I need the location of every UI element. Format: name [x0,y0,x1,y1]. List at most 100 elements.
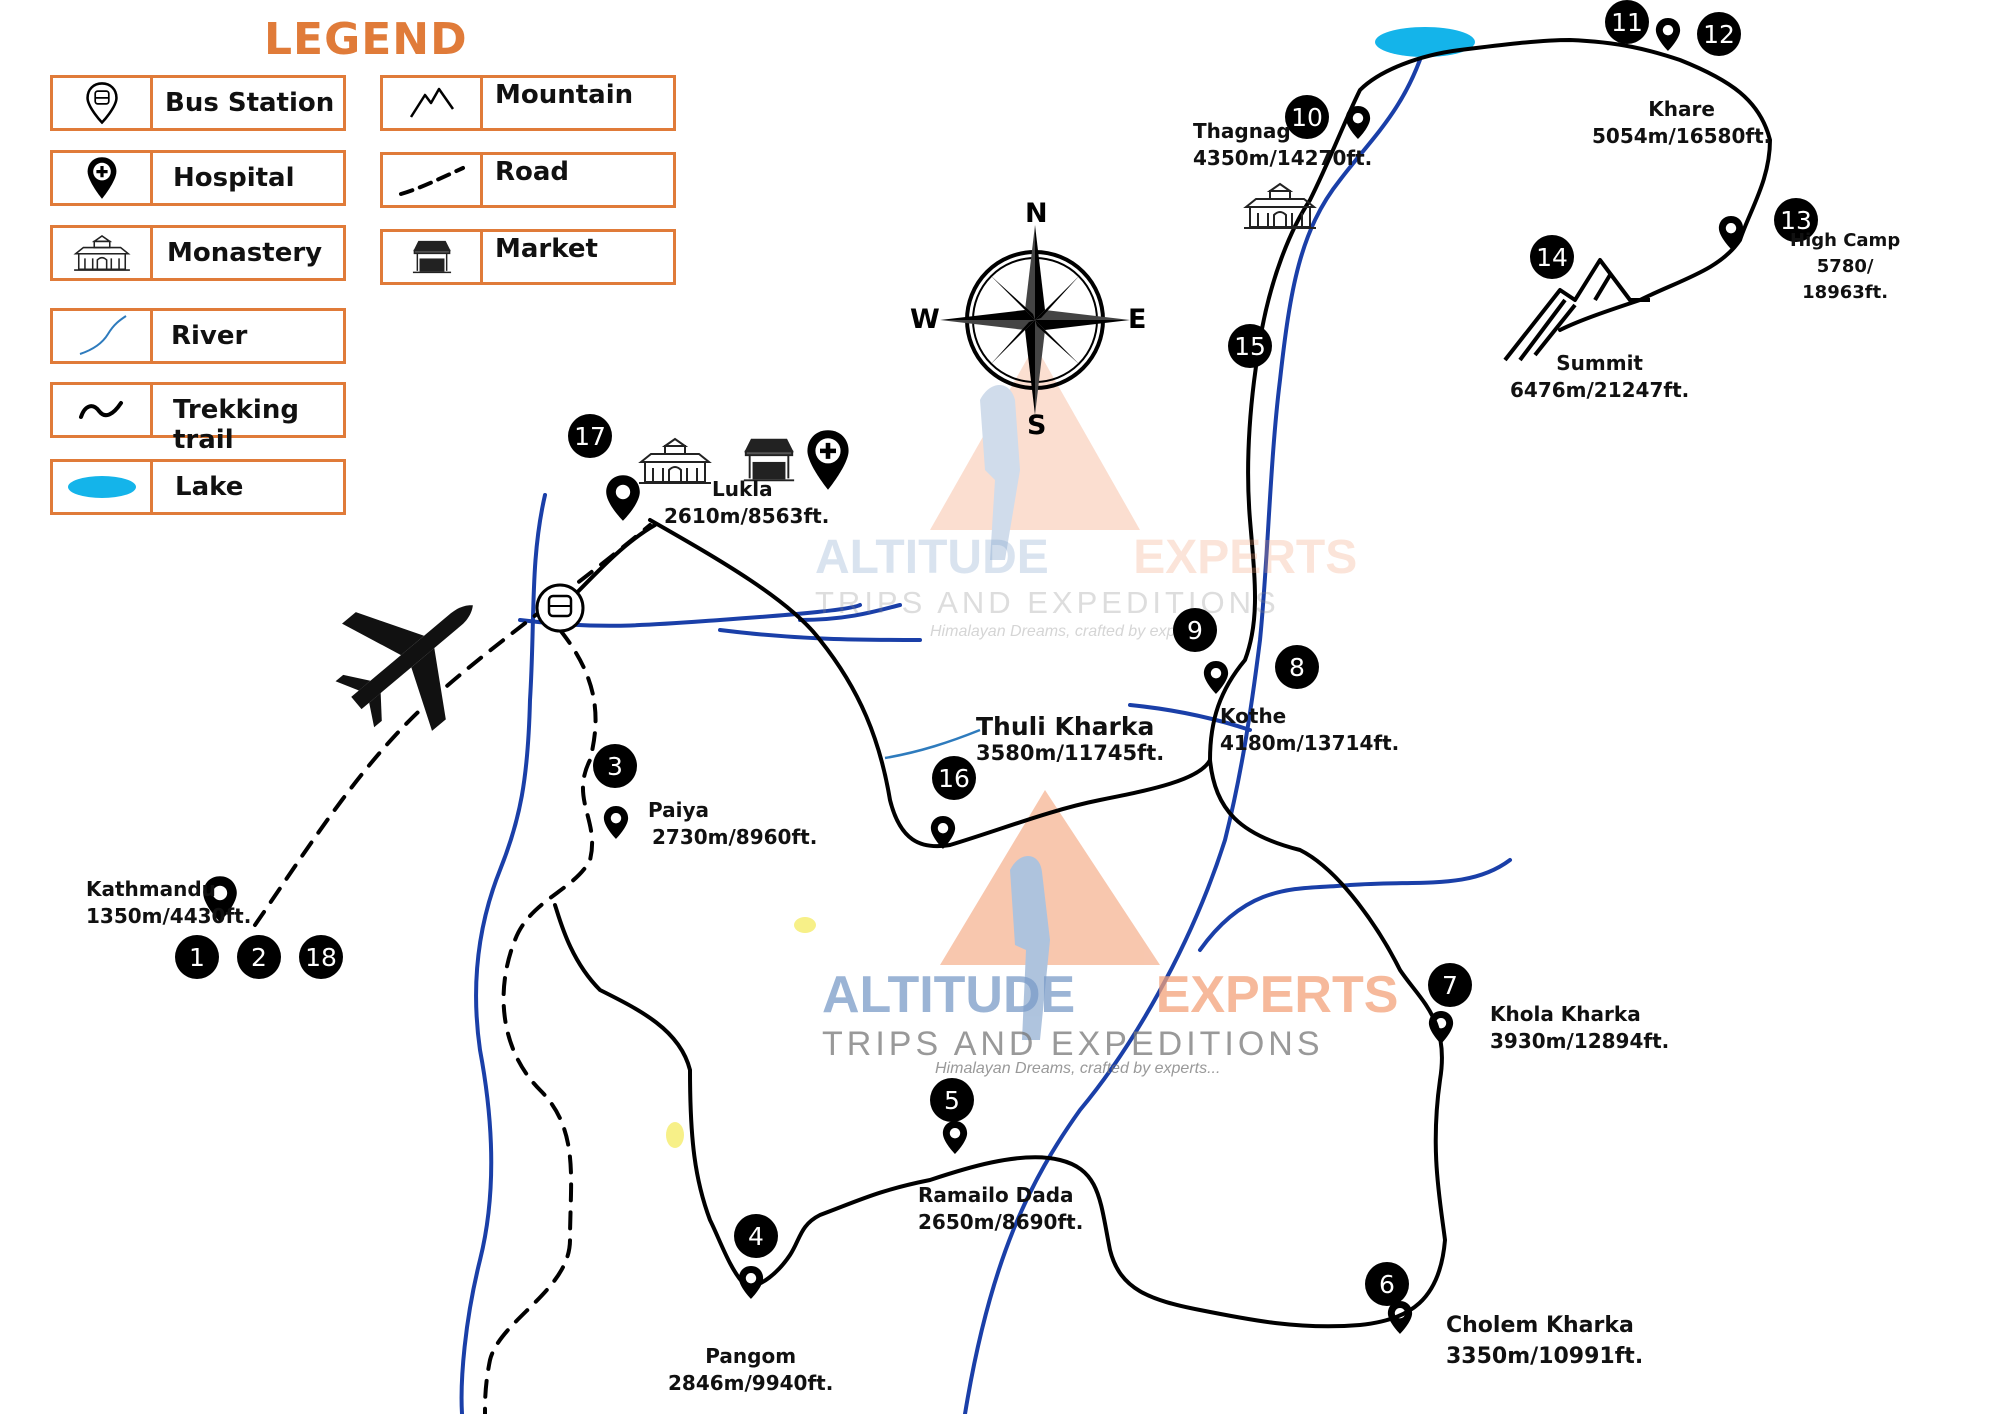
place-name: Thagnag [1193,119,1291,143]
river-lukla [518,603,922,642]
hospital-icon [53,153,153,203]
trekking-trails [553,37,1773,1329]
place-name: Cholem Kharka [1446,1313,1634,1338]
place-altitude: 3930m/12894ft. [1490,1029,1670,1053]
stop-marker: 15 [1228,324,1272,368]
legend-trekking-trail: Trekking trail [50,382,346,455]
watermark-logo-lower [940,790,1160,1040]
river-kothe [1128,703,1252,732]
trail-kothe-south [553,758,1448,1329]
compass-south: S [1027,410,1047,441]
stop-marker: 3 [593,744,637,788]
airplane-icon [335,605,473,731]
market-icon-lukla [742,438,796,482]
pin-paiya [603,806,629,839]
place-kathmandu: Kathmandu 1350m/4430ft. [86,876,251,930]
place-paiya: Paiya 2730m/8960ft. [648,797,817,851]
stop-marker: 2 [237,935,281,979]
mountain-icon [1503,258,1650,362]
place-high-camp: High Camp 5780/ 18963ft. [1790,228,1900,306]
place-ramailo-dada: Ramailo Dada 2650m/8690ft. [918,1182,1083,1236]
legend-label: Market [495,234,598,264]
place-name: Kathmandu [86,877,216,901]
legend-monastery: Monastery [50,225,346,281]
place-altitude: 2650m/8690ft. [918,1210,1084,1234]
road-icon [383,155,483,205]
place-name: Khare [1648,97,1715,121]
place-name: Lukla [712,477,773,501]
trail-icon [53,385,153,435]
stop-marker: 18 [299,935,343,979]
place-summit: Summit 6476m/21247ft. [1510,350,1689,404]
stop-marker: 9 [1173,608,1217,652]
place-altitude: 3580m/11745ft. [976,741,1165,765]
stop-marker: 7 [1428,963,1472,1007]
compass-rose [940,225,1130,415]
pin-lukla [606,475,640,521]
legend-river: River [50,308,346,364]
watermark-tagline-2: TRIPS AND EXPEDITIONS [822,1025,1324,1063]
watermark-name-1b: ALTITUDE [822,966,1076,1024]
watermark-slogan-lower: Himalayan Dreams, crafted by experts... [935,1060,1221,1077]
place-thuli-kharka: Thuli Kharka 3580m/11745ft. [976,713,1164,767]
legend-label: Trekking trail [173,395,299,455]
monastery-icon-thagnag [1242,182,1318,230]
place-lukla: Lukla 2610m/8563ft. [664,476,829,530]
stop-marker: 12 [1697,12,1741,56]
place-name: Summit [1556,351,1643,375]
legend-bus-station: Bus Station [50,75,346,131]
stop-marker: 16 [932,756,976,800]
stop-marker: 5 [930,1078,974,1122]
place-name: Pangom [705,1344,797,1368]
legend-label: Monastery [167,238,323,268]
pin-ramailo [942,1121,968,1154]
legend-lake: Lake [50,459,346,515]
place-name: Thuli Kharka [976,712,1155,741]
bus-station-icon [535,583,585,633]
legend-label: Road [495,157,570,187]
watermark-name-1: ALTITUDE [815,531,1049,584]
watermark-name-2: EXPERTS [1133,531,1358,584]
stop-marker: 11 [1605,0,1649,44]
pin-pangom [738,1266,764,1299]
trail-kothe-north [1208,37,1773,762]
river-east [1198,858,1512,952]
pin-khola [1428,1011,1454,1044]
legend-market: Market [380,229,676,285]
road-flight [253,523,652,927]
place-altitude-ft: 18963ft. [1802,282,1889,303]
place-altitude: 2730m/8960ft. [652,825,818,849]
place-name: Ramailo Dada [918,1183,1074,1207]
watermark-slogan-upper: Himalayan Dreams, crafted by experts... [930,623,1216,640]
river-main [963,43,1427,1414]
legend-label: River [171,321,248,351]
mountain-icon [383,78,483,128]
compass-north: N [1025,198,1048,229]
monastery-icon [53,228,153,278]
stop-marker: 8 [1275,645,1319,689]
place-altitude: 1350m/4430ft. [86,904,252,928]
watermark-text-lower: ALTITUDE EXPERTS TRIPS AND EXPEDITIONS [822,965,1398,1064]
stop-marker: 10 [1285,95,1329,139]
watermark-name-2b: EXPERTS [1155,966,1399,1024]
legend-label: Mountain [495,80,634,110]
legend-hospital: Hospital [50,150,346,206]
place-pangom: Pangom 2846m/9940ft. [668,1343,833,1397]
river-west [459,493,547,1414]
place-kothe: Kothe 4180m/13714ft. [1220,703,1399,757]
legend-label: Bus Station [165,88,335,118]
lake-icon [53,462,153,512]
place-thagnag: Thagnag 4350m/14270ft. [1193,118,1372,172]
place-altitude: 5780/ [1816,256,1874,277]
compass-west: W [910,304,940,335]
legend-title: LEGEND [264,14,468,65]
place-name: Paiya [648,798,710,822]
place-altitude: 2610m/8563ft. [664,504,830,528]
place-cholem-kharka: Cholem Kharka 3350m/10991ft. [1446,1310,1643,1372]
stop-marker: 6 [1365,1262,1409,1306]
stop-marker: 13 [1774,198,1818,242]
place-name: Khola Kharka [1490,1002,1641,1026]
place-altitude: 6476m/21247ft. [1510,378,1690,402]
legend-label: Lake [175,472,244,502]
